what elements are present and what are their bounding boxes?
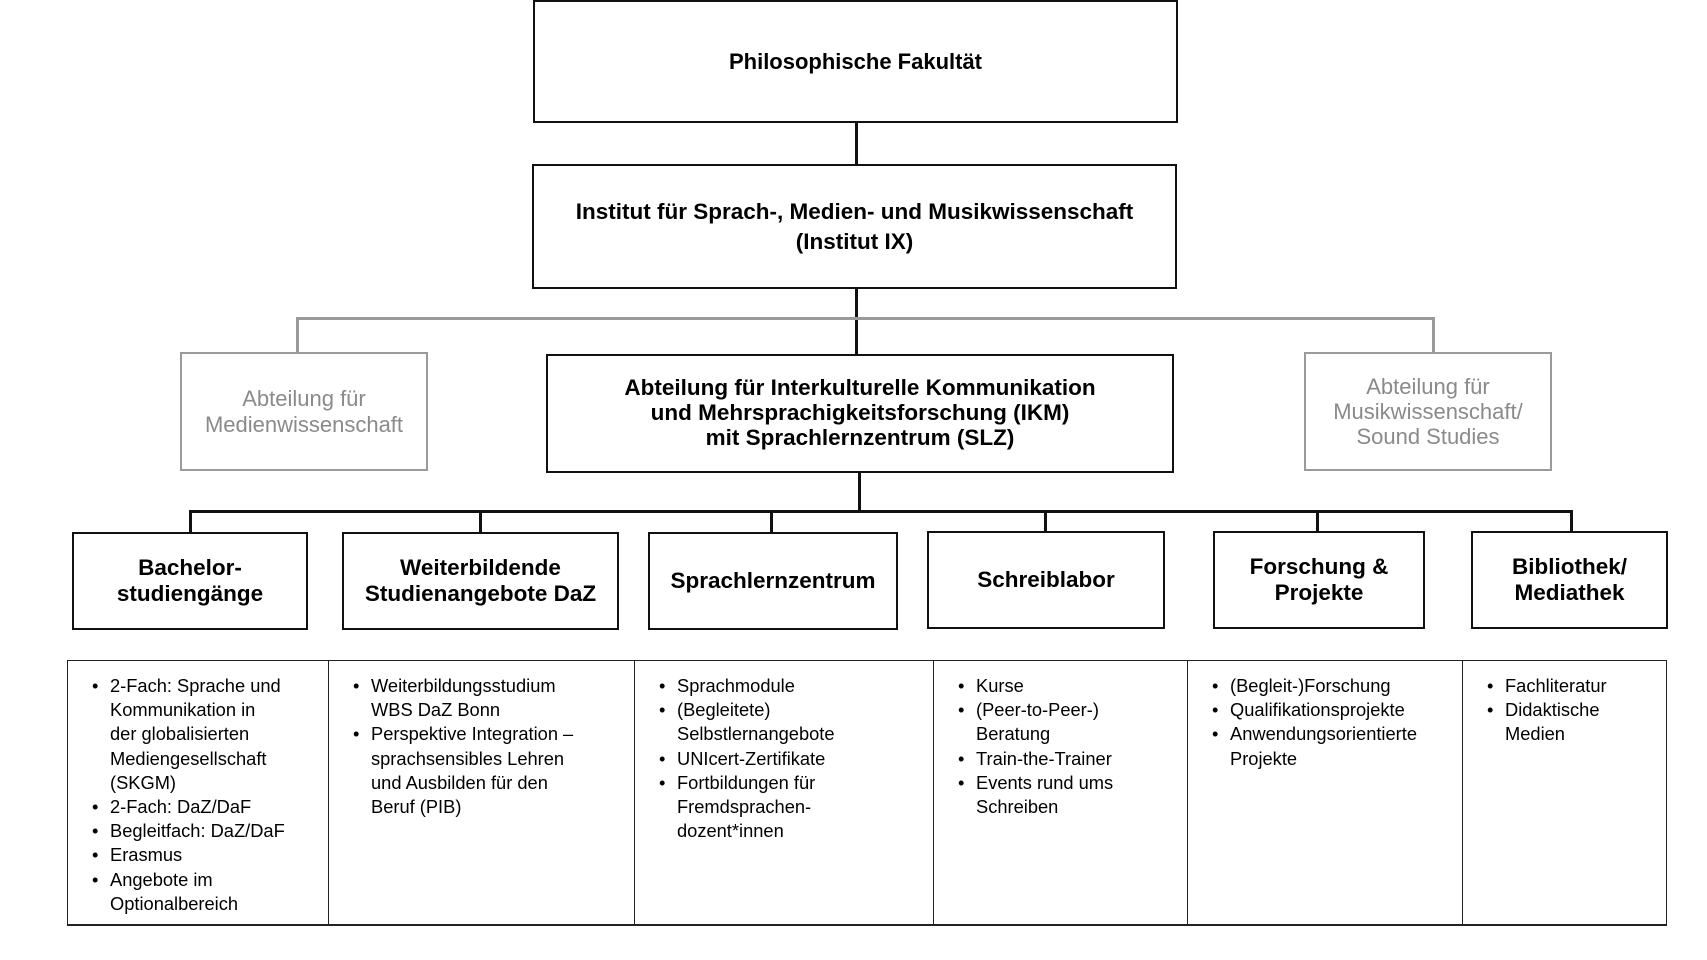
connector-side-left [296, 317, 299, 353]
list-item: Fachliteratur [1487, 674, 1656, 698]
list-item: 2-Fach: DaZ/DaF [92, 795, 318, 819]
offerings-table: 2-Fach: Sprache und Kommunikation in der… [67, 660, 1667, 926]
list-item: UNIcert-Zertifikate [659, 747, 923, 771]
connector-unit-4 [1044, 510, 1047, 534]
column-forschung: (Begleit-)Forschung Qualifikationsprojek… [1187, 661, 1462, 924]
node-dept-media-label: Abteilung für Medienwissenschaft [204, 386, 404, 437]
node-unit-schreiblabor-label: Schreiblabor [977, 567, 1115, 593]
connector-unit-6 [1570, 510, 1573, 534]
list-item: Train-the-Trainer [958, 747, 1177, 771]
node-unit-sprachlernzentrum: Sprachlernzentrum [648, 532, 898, 630]
node-unit-weiterbildung: Weiterbildende Studienangebote DaZ [342, 532, 619, 630]
column-schreiblabor: Kurse (Peer-to-Peer-) Beratung Train-the… [933, 661, 1187, 924]
node-unit-bachelor: Bachelor- studiengänge [72, 532, 308, 630]
node-unit-sprachlernzentrum-label: Sprachlernzentrum [670, 568, 876, 594]
node-dept-ikm-label: Abteilung für Interkulturelle Kommunikat… [624, 375, 1096, 450]
node-dept-music-label: Abteilung für Musikwissenschaft/ Sound S… [1333, 373, 1523, 450]
column-bachelor: 2-Fach: Sprache und Kommunikation in der… [67, 661, 328, 924]
node-institute: Institut für Sprach-, Medien- und Musikw… [532, 164, 1177, 289]
list-item: Events rund ums Schreiben [958, 771, 1177, 819]
list-item: Weiterbildungsstudium WBS DaZ Bonn [353, 674, 624, 722]
node-unit-bibliothek: Bibliothek/ Mediathek [1471, 531, 1668, 629]
connector-unit-5 [1316, 510, 1319, 534]
node-dept-ikm: Abteilung für Interkulturelle Kommunikat… [546, 354, 1174, 473]
list-item: Anwendungsorientierte Projekte [1212, 722, 1452, 770]
node-unit-forschung: Forschung & Projekte [1213, 531, 1425, 629]
column-sprachlernzentrum: Sprachmodule (Begleitete) Selbstlernange… [634, 661, 933, 924]
list-item: Kurse [958, 674, 1177, 698]
list-item: (Begleitete) Selbstlernangebote [659, 698, 923, 746]
node-faculty-label: Philosophische Fakultät [728, 48, 983, 74]
node-unit-schreiblabor: Schreiblabor [927, 531, 1165, 629]
node-dept-music: Abteilung für Musikwissenschaft/ Sound S… [1304, 352, 1552, 471]
list-item: Angebote im Optionalbereich [92, 868, 318, 916]
list-item: Sprachmodule [659, 674, 923, 698]
list-item: Perspektive Integration – sprachsensible… [353, 722, 624, 819]
node-dept-media: Abteilung für Medienwissenschaft [180, 352, 428, 471]
connector-units-horizontal [189, 510, 1573, 513]
connector-institute [855, 289, 858, 355]
list-item: Begleitfach: DaZ/DaF [92, 819, 318, 843]
connector-top [855, 122, 858, 165]
connector-unit-2 [479, 510, 482, 534]
node-unit-weiterbildung-label: Weiterbildende Studienangebote DaZ [364, 555, 597, 606]
column-bibliothek: Fachliteratur Didaktische Medien [1462, 661, 1667, 924]
list-item: Fortbildungen für Fremdsprachen- dozent*… [659, 771, 923, 844]
connector-side-right [1432, 317, 1435, 353]
connector-unit-1 [189, 510, 192, 534]
list-item: Qualifikationsprojekte [1212, 698, 1452, 722]
connector-unit-3 [770, 510, 773, 534]
column-weiterbildung: Weiterbildungsstudium WBS DaZ Bonn Persp… [328, 661, 634, 924]
node-institute-label: Institut für Sprach-, Medien- und Musikw… [575, 199, 1134, 254]
list-item: 2-Fach: Sprache und Kommunikation in der… [92, 674, 318, 795]
list-item: Erasmus [92, 843, 318, 867]
node-faculty: Philosophische Fakultät [533, 0, 1178, 123]
node-unit-forschung-label: Forschung & Projekte [1249, 554, 1389, 605]
node-unit-bachelor-label: Bachelor- studiengänge [116, 555, 264, 606]
list-item: Didaktische Medien [1487, 698, 1656, 746]
connector-center-down [858, 472, 861, 512]
list-item: (Peer-to-Peer-) Beratung [958, 698, 1177, 746]
node-unit-bibliothek-label: Bibliothek/ Mediathek [1511, 554, 1627, 605]
list-item: (Begleit-)Forschung [1212, 674, 1452, 698]
connector-side-horizontal [296, 317, 1435, 320]
